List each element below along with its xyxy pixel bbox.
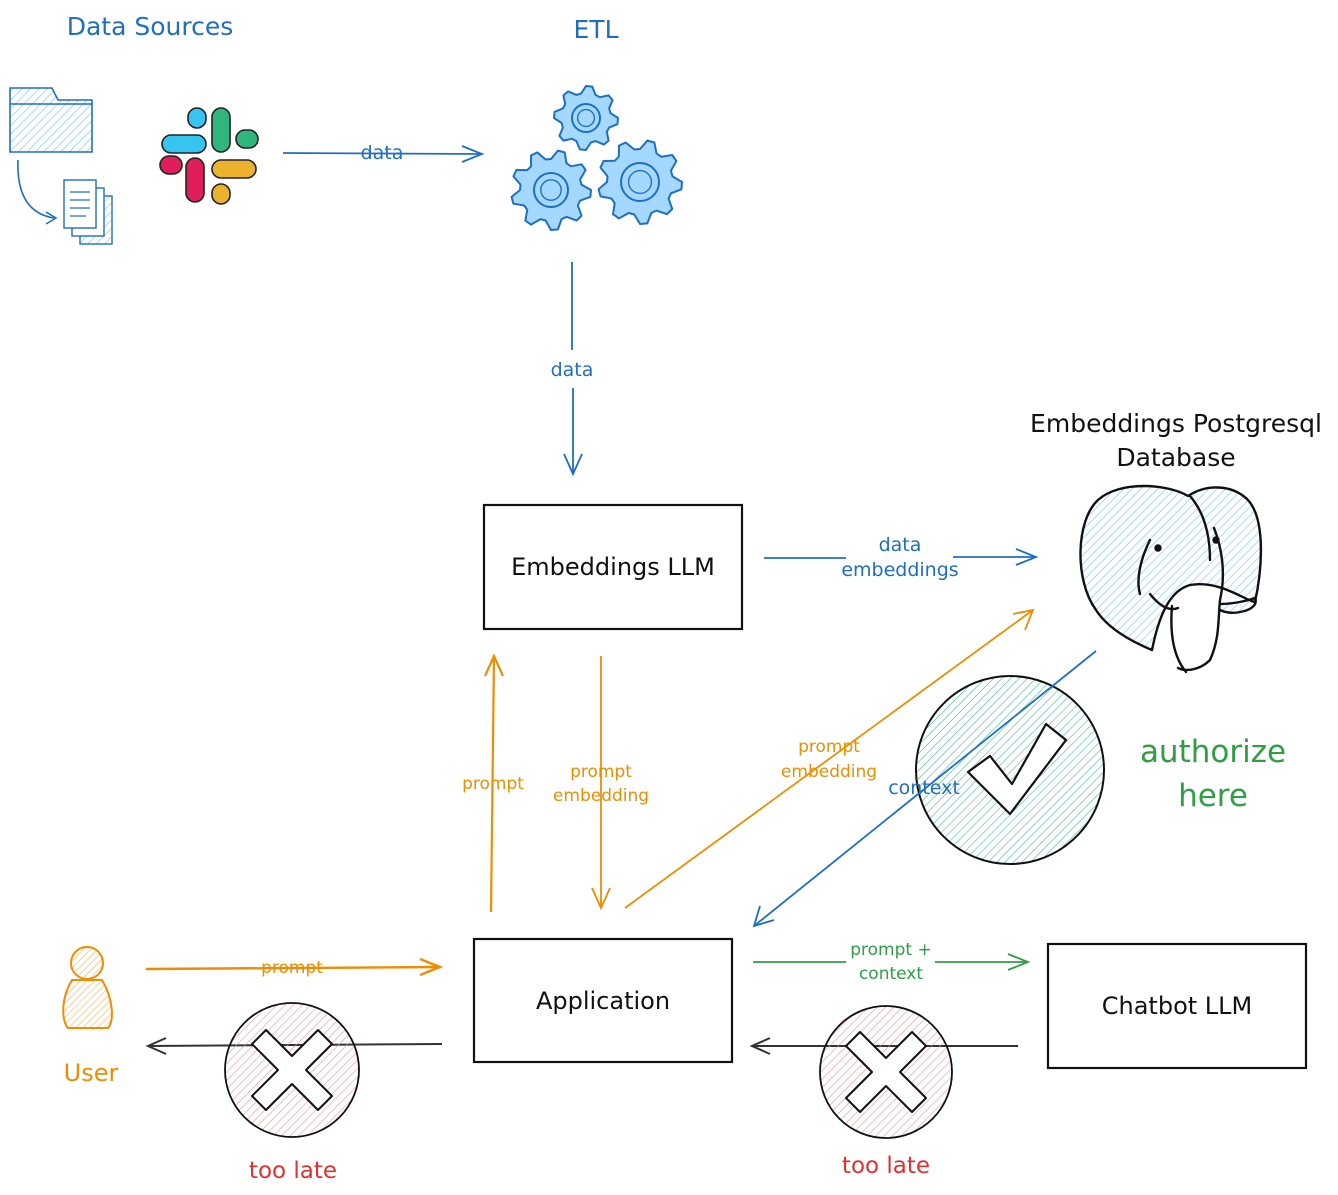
embeddings-db-title-line2: Database	[1116, 443, 1235, 472]
too-late-label-right: too late	[842, 1153, 930, 1179]
authorize-label-line2: here	[1178, 778, 1248, 814]
etl-title: ETL	[574, 15, 619, 44]
slack-logo-icon	[159, 107, 259, 205]
edge-label-user-to-app: prompt	[261, 958, 323, 978]
folder-to-documents-arrow	[17, 159, 58, 225]
edge-label-app-to-embeddings: prompt	[462, 774, 524, 794]
edge-label-app-to-db-line1: prompt	[798, 737, 860, 757]
chatbot-llm-label: Chatbot LLM	[1102, 992, 1253, 1020]
edge-label-sources-to-etl: data	[361, 142, 404, 164]
arrow-app-to-db	[624, 608, 1035, 909]
arrow-etl-to-embeddings	[563, 262, 583, 477]
arrow-app-to-embeddings	[483, 653, 505, 913]
arrow-db-to-app	[752, 650, 1097, 928]
edge-label-app-to-db-line2: embedding	[781, 762, 877, 782]
arrow-embeddings-to-db	[764, 548, 1039, 566]
edge-label-db-to-app: context	[888, 777, 960, 799]
embeddings-llm-node: Embeddings LLM	[482, 503, 744, 631]
embeddings-db-title-line1: Embeddings Postgresql	[1030, 409, 1322, 438]
folder-icon	[9, 87, 93, 153]
gears-icon	[510, 85, 683, 231]
postgresql-elephant-icon	[1079, 484, 1263, 674]
user-label: User	[64, 1059, 119, 1087]
edge-label-app-to-chatbot-line1: prompt +	[850, 940, 931, 960]
arrow-app-to-chatbot	[753, 953, 1031, 971]
edge-label-etl-to-embeddings: data	[551, 359, 594, 381]
authorize-label-line1: authorize	[1140, 734, 1286, 770]
cross-icon	[224, 1002, 360, 1138]
data-sources-title: Data Sources	[67, 12, 234, 41]
application-node: Application	[472, 937, 734, 1064]
too-late-label-left: too late	[249, 1158, 337, 1184]
embeddings-llm-label: Embeddings LLM	[511, 553, 715, 581]
edge-label-embeddings-to-app-line2: embedding	[553, 786, 649, 806]
edge-label-embeddings-to-app-line1: prompt	[570, 762, 632, 782]
check-icon	[915, 675, 1105, 865]
chatbot-llm-node: Chatbot LLM	[1046, 942, 1308, 1070]
arrow-user-to-app	[145, 957, 444, 977]
documents-icon	[63, 179, 113, 245]
edge-label-embeddings-to-db-line1: data	[879, 534, 922, 556]
edge-label-embeddings-to-db-line2: embeddings	[841, 559, 958, 581]
cross-icon	[819, 1005, 953, 1139]
user-icon	[62, 946, 113, 1029]
arrow-sources-to-etl	[282, 145, 485, 163]
edge-label-app-to-chatbot-line2: context	[859, 964, 923, 984]
arrow-embeddings-to-app	[591, 656, 611, 911]
application-label: Application	[536, 987, 670, 1015]
